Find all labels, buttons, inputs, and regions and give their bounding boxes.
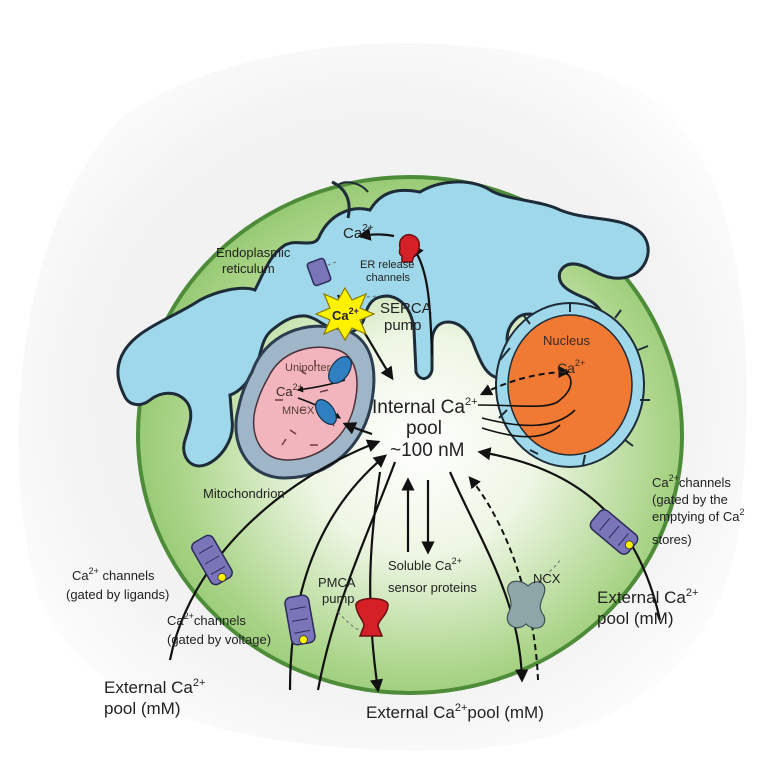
er-release-line2: channels: [366, 272, 411, 284]
ncx-exchanger: [507, 581, 544, 628]
soc-label-line2: (gated by the: [652, 492, 728, 507]
internal-pool-line2: pool: [406, 418, 442, 439]
er-title-line2: reticulum: [222, 261, 275, 276]
external-pool-left-line1: External Ca2+: [104, 677, 205, 697]
uniporter-label: Uniporter: [285, 362, 331, 374]
pmca-label-line2: pump: [322, 591, 355, 606]
ncx-label: NCX: [533, 571, 561, 586]
ligand-channel-line1: Ca2+ channels: [72, 566, 155, 583]
er-title-line1: Endoplasmic: [216, 245, 291, 260]
soc-label-line3: emptying of Ca2: [652, 507, 744, 524]
external-pool-left-line2: pool (mM): [104, 699, 181, 718]
serca-label-line1: SERCA: [380, 300, 432, 317]
mitochondrion-label: Mitochondrion: [203, 486, 285, 501]
soluble-sensor-line2: sensor proteins: [388, 580, 477, 595]
serca-label-line2: pump: [384, 317, 422, 334]
mncx-label: MNCX: [282, 405, 315, 417]
voltage-channel-line2: (gated by voltage): [167, 632, 271, 647]
external-pool-right-line1: External Ca2+: [597, 587, 698, 607]
nucleus-label: Nucleus: [543, 333, 590, 348]
soluble-sensor-line1: Soluble Ca2+: [388, 556, 462, 573]
internal-pool-line3: ~100 nM: [390, 440, 464, 461]
external-pool-right-line2: pool (mM): [597, 609, 674, 628]
soc-label-line4: stores): [652, 532, 692, 547]
ligand-channel-line2: (gated by ligands): [66, 587, 169, 602]
voltage-channel-line1: Ca2+channels: [167, 611, 246, 628]
soc-label-line1: Ca2+channels: [652, 473, 731, 490]
internal-pool-line1: Internal Ca2+: [372, 396, 478, 418]
pmca-label-line1: PMCA: [318, 575, 356, 590]
er-release-line1: ER release: [360, 259, 414, 271]
